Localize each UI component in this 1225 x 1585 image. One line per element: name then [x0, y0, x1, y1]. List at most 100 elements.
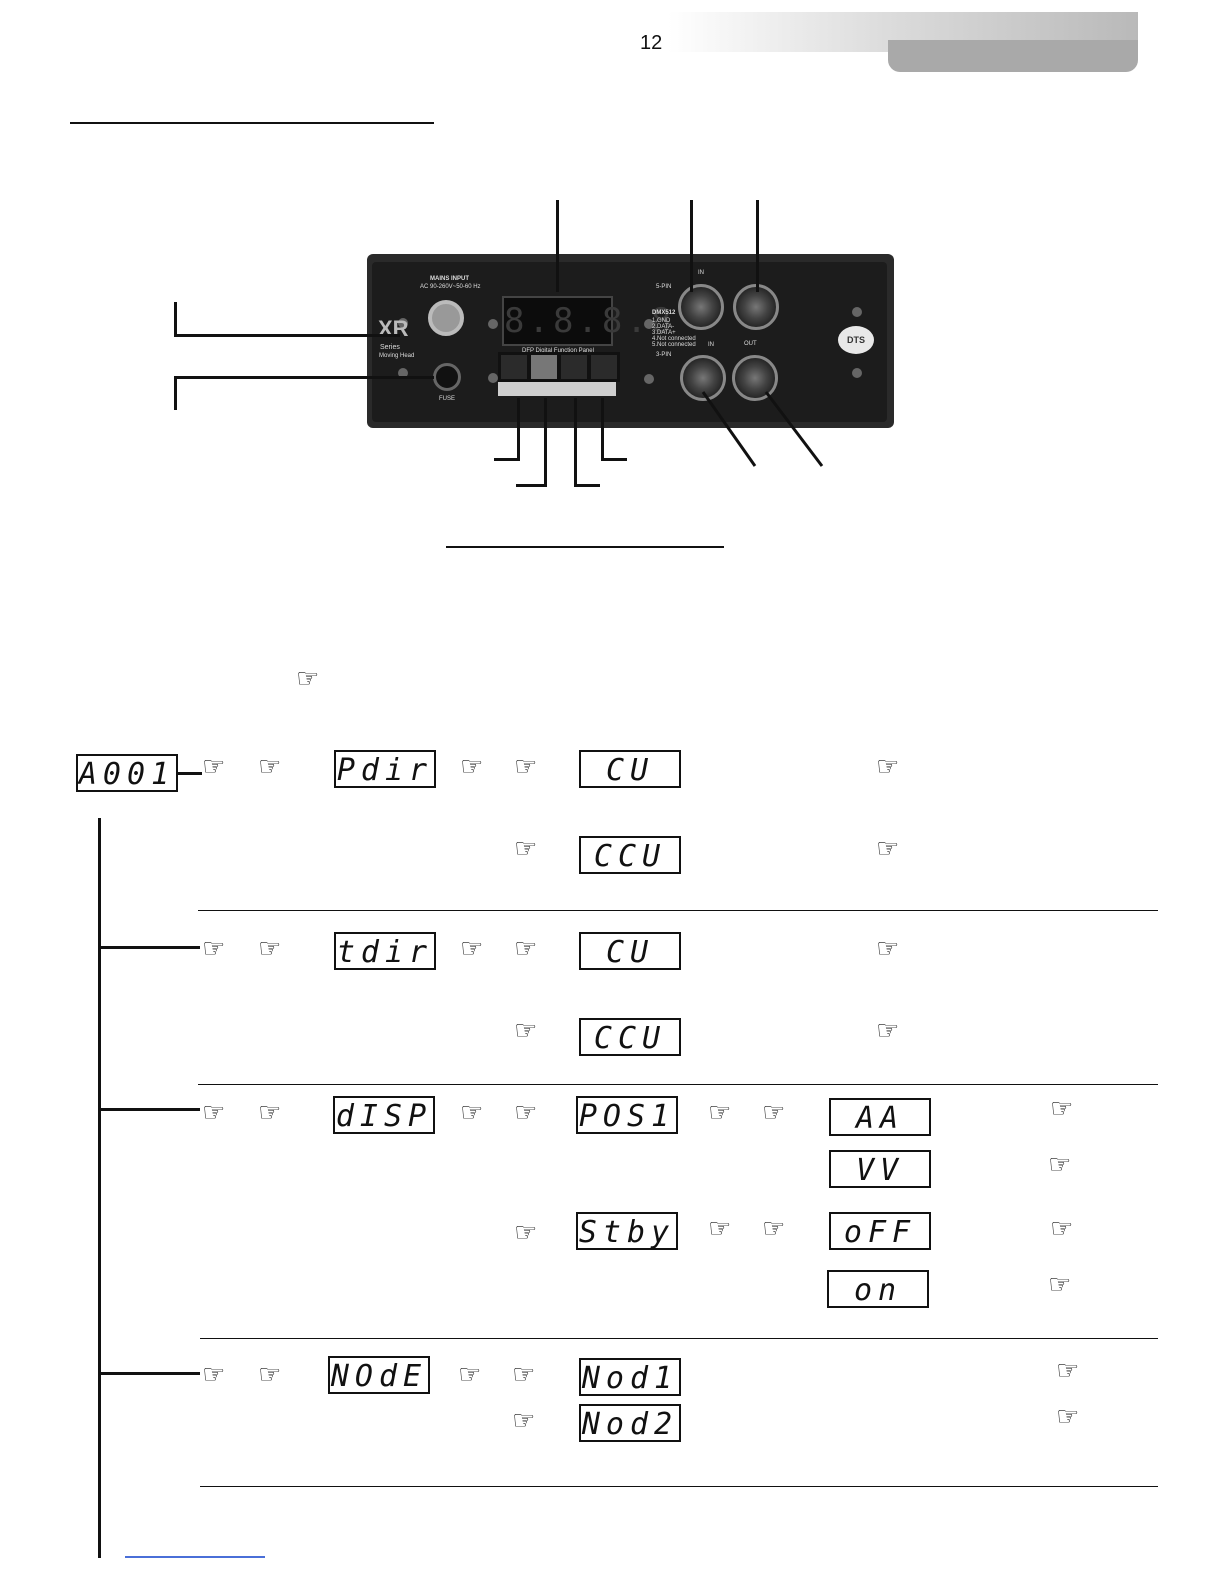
pointing-hand-icon: ☞: [202, 1360, 226, 1390]
display-stby-off: oFF: [829, 1212, 931, 1250]
dmx-in-5pin-connector: [678, 284, 724, 330]
callout-out-5pin: [756, 200, 759, 292]
callout-btn4-h: [601, 458, 627, 461]
fuse-label: FUSE: [439, 396, 456, 402]
pointing-hand-icon: ☞: [876, 834, 900, 864]
pointing-hand-icon: ☞: [202, 1098, 226, 1128]
callout-btn1-v: [517, 398, 520, 460]
dts-logo: DTS: [838, 326, 874, 354]
pointing-hand-icon: ☞: [876, 1016, 900, 1046]
dmx-pin-5: 5.Not connected: [652, 342, 696, 348]
callout-display: [556, 200, 559, 292]
tree-branch-4: [100, 1372, 200, 1375]
callout-in-5pin: [690, 200, 693, 292]
branch-divider: [198, 910, 1158, 911]
display-tdir: tdir: [334, 932, 436, 970]
pointing-hand-icon: ☞: [514, 1218, 538, 1248]
pointing-hand-icon: ☞: [514, 1098, 538, 1128]
screw: [488, 373, 498, 383]
pointing-hand-icon: ☞: [1050, 1094, 1074, 1124]
enter-button[interactable]: [528, 352, 560, 382]
pointing-hand-icon: ☞: [258, 934, 282, 964]
callout-diagonals: [701, 391, 824, 467]
pointing-hand-icon: ☞: [514, 934, 538, 964]
pointing-hand-icon: ☞: [1048, 1150, 1072, 1180]
series-text: Series: [380, 344, 400, 351]
callout-btn4-v: [601, 398, 604, 460]
pointing-hand-icon: ☞: [202, 934, 226, 964]
panel-title: DFP Digital Function Panel: [522, 348, 594, 354]
tree-trunk: [98, 818, 101, 1558]
callout-btn2-h: [516, 484, 547, 487]
branch-divider: [198, 1084, 1158, 1085]
device-panel-plate: [372, 262, 887, 422]
pointing-hand-icon: ☞: [202, 752, 226, 782]
pin5-label: 5-PIN: [656, 284, 672, 290]
button-label-strip: [498, 382, 616, 396]
pointing-hand-icon: ☞: [460, 1098, 484, 1128]
callout-fuse-v: [174, 376, 177, 410]
power-spec: AC 90-260V~50-60 Hz: [420, 284, 481, 290]
screw: [644, 374, 654, 384]
tree-connector-root: [178, 772, 202, 775]
pointing-hand-icon: ☞: [460, 752, 484, 782]
display-pdir-ccu: CCU: [579, 836, 681, 874]
callout-power-v: [174, 302, 177, 336]
pin3-label: 3-PIN: [656, 352, 672, 358]
branch-divider: [200, 1338, 1158, 1339]
up-button[interactable]: [558, 352, 590, 382]
tree-branch-3: [100, 1108, 200, 1111]
display-pos1-aa: AA: [829, 1098, 931, 1136]
pointing-hand-icon: ☞: [514, 1016, 538, 1046]
display-pdir-cu: CU: [579, 750, 681, 788]
dmx-out-3pin-connector: [732, 355, 778, 401]
pointing-hand-icon: ☞: [876, 752, 900, 782]
digital-display: 8.8.8.8: [502, 296, 671, 346]
callout-out-3pin: [764, 391, 824, 467]
page-number: 12: [640, 32, 663, 54]
display-disp: dISP: [333, 1096, 435, 1134]
callout-btn3-v: [574, 398, 577, 486]
callout-btn3-h: [574, 484, 600, 487]
screw: [398, 318, 408, 328]
callout-fuse-h: [174, 376, 434, 379]
pointing-hand-icon: ☞: [876, 934, 900, 964]
display-pos1-vv: VV: [829, 1150, 931, 1188]
pointing-hand-icon: ☞: [512, 1360, 536, 1390]
pointing-hand-icon: ☞: [1056, 1356, 1080, 1386]
mode-button[interactable]: [498, 352, 530, 382]
model-text: Moving Head: [379, 353, 415, 359]
in-label-5pin: IN: [698, 270, 704, 276]
display-node: NOdE: [328, 1356, 430, 1394]
fuse-holder: [433, 363, 461, 391]
display-tdir-cu: CU: [579, 932, 681, 970]
pointing-hand-icon: ☞: [762, 1098, 786, 1128]
pointing-hand-icon: ☞: [1050, 1214, 1074, 1244]
display-root: A001: [76, 754, 178, 792]
screw: [398, 368, 408, 378]
pointing-hand-icon: ☞: [708, 1098, 732, 1128]
pointing-hand-icon: ☞: [458, 1360, 482, 1390]
dmx-pin-2: 2.DATA-: [652, 324, 675, 330]
display-node-nod1: Nod1: [579, 1358, 681, 1396]
section-rule: [70, 122, 434, 124]
display-node-nod2: Nod2: [579, 1404, 681, 1442]
footer-link[interactable]: [125, 1556, 265, 1558]
display-tdir-ccu: CCU: [579, 1018, 681, 1056]
display-pdir: Pdir: [334, 750, 436, 788]
screw: [644, 319, 654, 329]
screw: [488, 319, 498, 329]
pointing-hand-icon: ☞: [258, 1360, 282, 1390]
pointing-hand-icon: ☞: [460, 934, 484, 964]
down-button[interactable]: [588, 352, 620, 382]
pointing-hand-icon: ☞: [512, 1406, 536, 1436]
pointing-hand-icon: ☞: [514, 834, 538, 864]
callout-btn1-h: [494, 458, 520, 461]
screw: [852, 307, 862, 317]
pointing-hand-icon: ☞: [258, 1098, 282, 1128]
pointing-hand-icon: ☞: [514, 752, 538, 782]
tree-branch-2: [100, 946, 200, 949]
dmx-pin-4: 4.Not connected: [652, 336, 696, 342]
screw: [852, 368, 862, 378]
dmx-pin-1: 1.GND: [652, 318, 671, 324]
